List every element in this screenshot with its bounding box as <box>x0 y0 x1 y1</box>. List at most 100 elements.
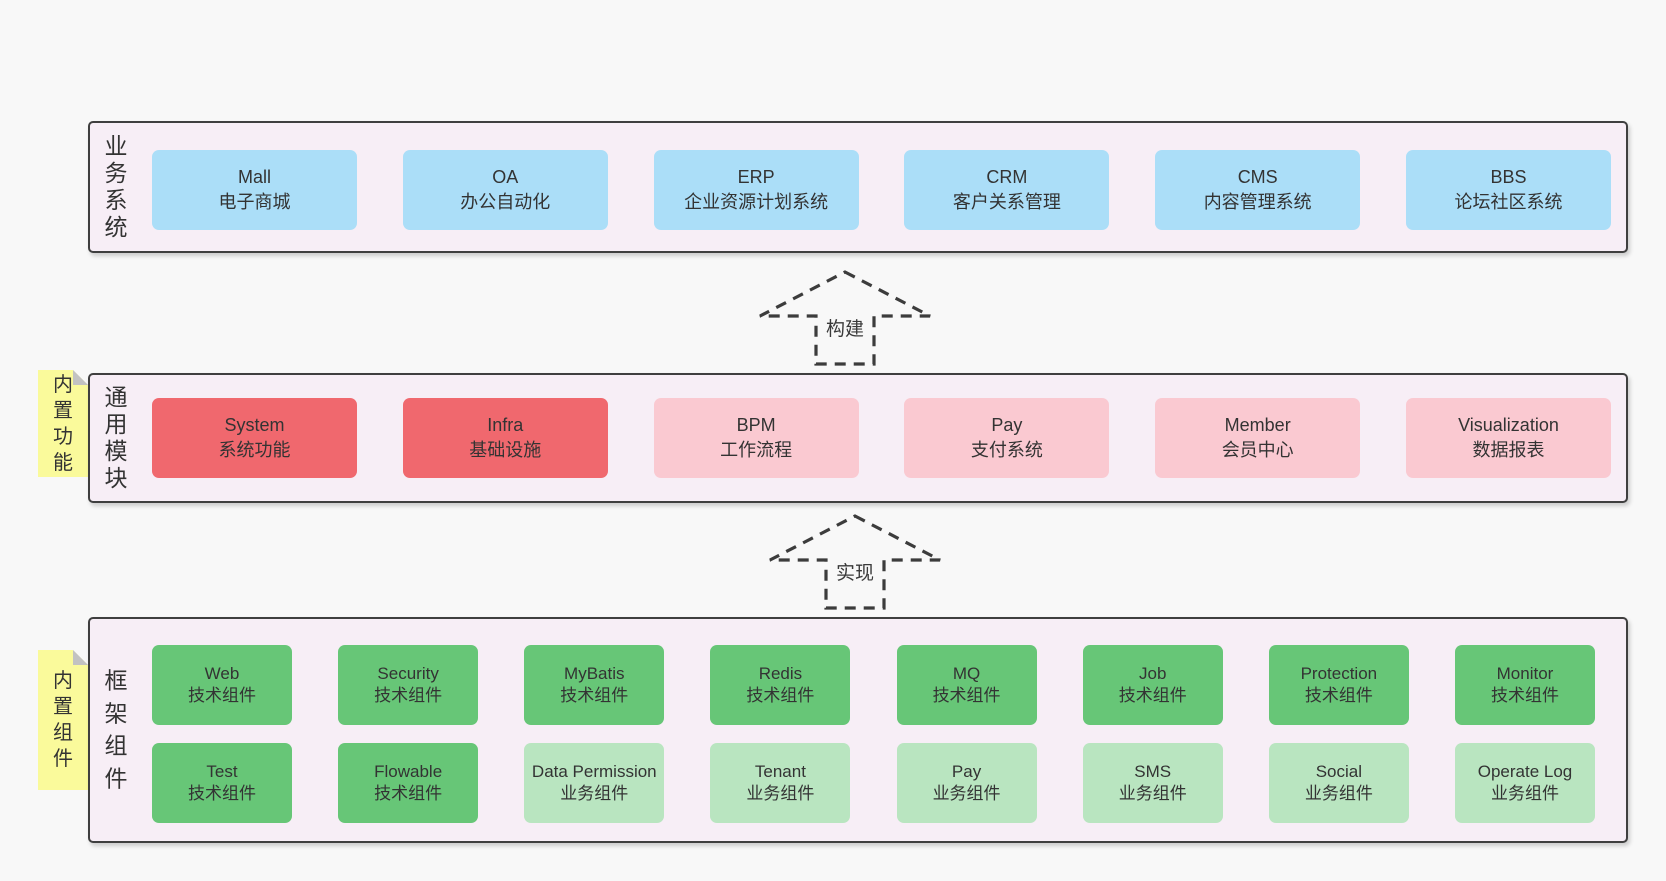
box-title: System <box>224 415 285 436</box>
box-title: Pay <box>991 415 1023 436</box>
box-pay: Pay 业务组件 <box>896 743 1037 823</box>
box-title: SMS <box>1134 761 1172 781</box>
box-subtitle: 业务组件 <box>1118 784 1187 803</box>
box-flowable: Flowable 技术组件 <box>338 743 479 823</box>
layer-label-common-modules: 通用模块 <box>104 384 128 491</box>
box-title: Visualization <box>1458 415 1559 436</box>
box-subtitle: 会员中心 <box>1221 440 1294 460</box>
box-subtitle: 客户关系管理 <box>952 192 1061 212</box>
box-subtitle: 办公自动化 <box>460 192 551 212</box>
box-bpm: BPM 工作流程 <box>653 398 859 478</box>
box-title: Test <box>206 761 238 781</box>
box-subtitle: 技术组件 <box>1118 686 1187 705</box>
box-operate-log: Operate Log 业务组件 <box>1454 743 1595 823</box>
box-subtitle: 工作流程 <box>720 440 793 460</box>
note-fold-icon <box>73 650 88 665</box>
box-title: ERP <box>737 167 775 188</box>
implement-arrow-label: 实现 <box>831 557 879 586</box>
box-title: Pay <box>951 761 982 781</box>
note-fold-icon <box>73 370 88 385</box>
implement-arrow: 实现 <box>760 513 950 611</box>
box-subtitle: 系统功能 <box>218 440 291 460</box>
layer-common-modules: 通用模块 System 系统功能 Infra 基础设施 BPM 工作流程 Pay 支付系统 Me… <box>88 373 1628 503</box>
box-title: Redis <box>758 663 803 683</box>
dashed-up-arrow-icon <box>769 514 941 610</box>
box-social: Social 业务组件 <box>1268 743 1409 823</box>
box-subtitle: 企业资源计划系统 <box>684 192 829 212</box>
box-infra: Infra 基础设施 <box>402 398 608 478</box>
box-title: OA <box>492 167 519 188</box>
box-subtitle: 业务组件 <box>560 784 629 803</box>
box-subtitle: 业务组件 <box>746 784 815 803</box>
box-title: Web <box>204 663 240 683</box>
box-security: Security 技术组件 <box>338 645 479 725</box>
box-subtitle: 技术组件 <box>746 686 815 705</box>
box-subtitle: 技术组件 <box>188 784 256 803</box>
note-text: 内置功能 <box>53 373 73 474</box>
dashed-up-arrow-icon <box>759 270 931 366</box>
box-title: BBS <box>1490 167 1527 188</box>
box-subtitle: 技术组件 <box>560 686 629 705</box>
box-subtitle: 数据报表 <box>1472 440 1545 460</box>
box-title: CRM <box>986 167 1028 188</box>
box-subtitle: 技术组件 <box>932 686 1001 705</box>
box-pay: Pay 支付系统 <box>904 398 1110 478</box>
box-title: Security <box>377 663 439 683</box>
box-sms: SMS 业务组件 <box>1082 743 1223 823</box>
box-title: MyBatis <box>564 663 625 683</box>
layer-label-framework-components: 框架组件 <box>104 667 128 792</box>
box-data-permission: Data Permission 业务组件 <box>524 743 665 823</box>
box-subtitle: 论坛社区系统 <box>1454 192 1563 212</box>
box-title: Operate Log <box>1477 761 1573 781</box>
box-visualization: Visualization 数据报表 <box>1405 398 1611 478</box>
box-title: Social <box>1315 761 1362 781</box>
box-title: Infra <box>487 415 524 436</box>
box-subtitle: 技术组件 <box>374 686 443 705</box>
box-system: System 系统功能 <box>152 398 357 478</box>
note-text: 内置组件 <box>53 670 73 770</box>
box-job: Job 技术组件 <box>1082 645 1223 725</box>
box-title: Job <box>1138 663 1167 683</box>
box-erp: ERP 企业资源计划系统 <box>653 150 859 230</box>
box-bbs: BBS 论坛社区系统 <box>1405 150 1611 230</box>
box-redis: Redis 技术组件 <box>710 645 851 725</box>
box-title: CMS <box>1237 167 1278 188</box>
box-subtitle: 技术组件 <box>1304 686 1373 705</box>
box-title: BPM <box>736 415 776 436</box>
box-title: MQ <box>952 663 981 683</box>
box-subtitle: 业务组件 <box>1490 784 1559 803</box>
box-subtitle: 技术组件 <box>1490 686 1559 705</box>
box-title: Protection <box>1300 663 1378 683</box>
box-subtitle: 技术组件 <box>188 686 256 705</box>
box-mybatis: MyBatis 技术组件 <box>524 645 665 725</box>
box-protection: Protection 技术组件 <box>1268 645 1409 725</box>
build-arrow-label: 构建 <box>821 313 869 342</box>
box-subtitle: 基础设施 <box>469 440 542 460</box>
box-subtitle: 业务组件 <box>932 784 1001 803</box>
layer-label-business-systems: 业务系统 <box>104 133 128 240</box>
box-title: Monitor <box>1496 663 1554 683</box>
build-arrow: 构建 <box>750 269 940 367</box>
box-subtitle: 支付系统 <box>970 440 1043 460</box>
box-title: Data Permission <box>531 761 657 781</box>
box-title: Flowable <box>374 761 443 781</box>
sticky-note-built-in-components: 内置组件 <box>38 650 88 790</box>
box-crm: CRM 客户关系管理 <box>904 150 1110 230</box>
box-title: Mall <box>237 167 271 188</box>
box-subtitle: 业务组件 <box>1304 784 1373 803</box>
box-row: Test 技术组件 Flowable 技术组件 Data Permission 业务组件 T… <box>152 743 1595 823</box>
box-subtitle: 技术组件 <box>374 784 443 803</box>
box-oa: OA 办公自动化 <box>402 150 608 230</box>
box-monitor: Monitor 技术组件 <box>1454 645 1595 725</box>
box-title: Tenant <box>754 761 806 781</box>
sticky-note-built-in-features: 内置功能 <box>38 370 88 477</box>
box-mq: MQ 技术组件 <box>896 645 1037 725</box>
box-web: Web 技术组件 <box>152 645 292 725</box>
